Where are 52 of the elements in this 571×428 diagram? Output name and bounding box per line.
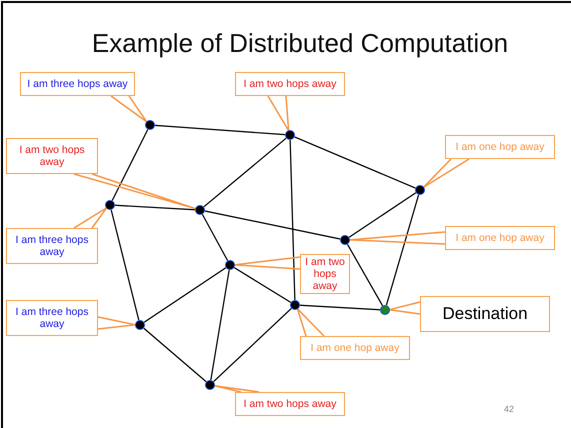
network-node-dot (135, 320, 145, 330)
callout-text: I am two hops away (304, 256, 346, 292)
callout-text: I am three hops away (27, 78, 128, 90)
network-node-dot (415, 185, 425, 195)
page-number: 42 (504, 404, 514, 414)
callout-box (235, 392, 345, 416)
network-link (110, 210, 140, 320)
network-link (348, 192, 416, 238)
network-link (112, 129, 148, 201)
network-link (143, 328, 207, 382)
network-link (204, 210, 340, 240)
network-node-dot (145, 120, 155, 130)
slide-title: Example of Distributed Computation (90, 28, 510, 59)
callout-box (235, 72, 345, 96)
callout-text: I am three hops away (14, 306, 90, 330)
network-link (290, 140, 296, 300)
network-link (144, 267, 226, 323)
network-node-dot (225, 260, 235, 270)
network-link (386, 194, 420, 306)
callout-text: I am two hops away (244, 78, 336, 90)
network-link (234, 267, 292, 303)
network-node-dot (205, 380, 215, 390)
destination-node-dot (380, 305, 390, 315)
network-link (154, 124, 286, 136)
callout-box (6, 300, 98, 336)
callout-box (6, 228, 98, 264)
callout-box (300, 336, 410, 360)
callout-text: I am one hop away (456, 140, 544, 154)
network-link (300, 304, 380, 310)
callout-text: I am three hops away (14, 234, 90, 258)
network-link (210, 270, 230, 380)
callout-box (20, 72, 135, 96)
callout-text: I am two hops away (18, 144, 86, 168)
network-node-dot (195, 205, 205, 215)
network-link (202, 214, 228, 261)
network-node-dot (285, 130, 295, 140)
network-link (294, 136, 416, 189)
network-node-dot (105, 200, 115, 210)
network-link (203, 138, 287, 208)
callout-box (445, 226, 555, 250)
callout-text: I am one hop away (310, 342, 400, 354)
callout-box (6, 138, 98, 174)
network-link (114, 204, 196, 210)
network-link (213, 308, 292, 382)
network-node-dot (290, 300, 300, 310)
callout-box (445, 135, 555, 159)
callout-text: Destination (442, 304, 528, 324)
network-link (346, 244, 384, 306)
callout-text: I am two hops away (244, 398, 336, 410)
callout-box (420, 296, 550, 332)
callout-text: I am one hop away (456, 232, 544, 244)
network-node-dot (340, 235, 350, 245)
